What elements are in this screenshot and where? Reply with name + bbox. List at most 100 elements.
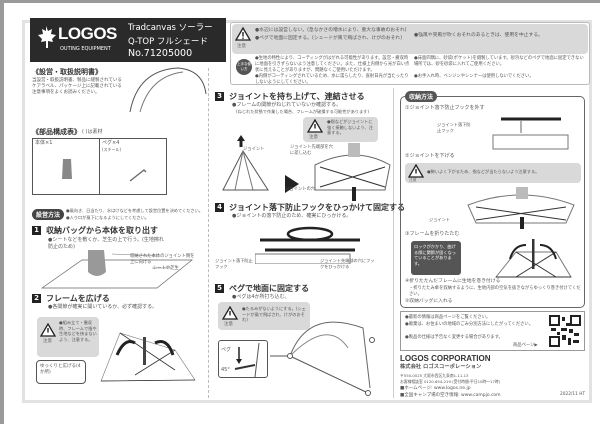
- step-3-label: ジョイント: [243, 147, 265, 152]
- top-caution-box: 注意 ●水辺には設営しない。(急なかさの増水により、重大な事故のおそれ) ●ペグ…: [230, 22, 590, 85]
- parts-table: 本体×1 ペグ×4 (スチール): [32, 138, 167, 195]
- step-2-callout: ゆっくりと広げる(4か所): [36, 360, 86, 384]
- product-number: No.71205000: [128, 48, 193, 59]
- caution-text: ●勢いよく下がるため、指などが当たらないよう注意する。: [427, 169, 540, 174]
- tip-item: ●内側がコーティングされているため、水に濡らしたり、直射日光が当たったりしないよ…: [255, 74, 409, 85]
- parts-note: ( )は素材: [82, 129, 103, 135]
- storage-label: ジョイント落下防止フック: [437, 122, 471, 133]
- tip-item: ●生地の特性により、コーティングがはがれる可能性があります。設営・撤収時に地面を…: [255, 56, 410, 73]
- part-material: (スチール): [102, 147, 122, 152]
- step-2-desc: ●各関節が確実に開いているか、必ず確認する。: [48, 304, 158, 310]
- company-name-en: LOGOS CORPORATION: [400, 354, 491, 363]
- callout-text: ゆっくりと広げる(4か所): [40, 364, 81, 376]
- part-name: 本体×1: [35, 140, 53, 146]
- caution-text: ●指などがジョイントに強く接触しないよう、注意する。: [327, 119, 373, 136]
- tent-top-illustration: [129, 67, 207, 113]
- product-name-2: Q-TOP フルシェード: [128, 37, 208, 47]
- caution-label: 注意: [43, 339, 52, 344]
- step-1-illustration: [40, 250, 193, 289]
- caution-label: 注意: [409, 177, 417, 182]
- storage-step-3: ③フレームを折りたたむ: [405, 231, 460, 237]
- storage-step-4: ④折りたたんだフレームに生地を巻き付ける: [405, 279, 501, 284]
- step-3-illustration: [222, 135, 391, 201]
- homepage-link[interactable]: ■ホームページ: www.logos.ne.jp: [400, 386, 471, 391]
- part-name: ペグ×4: [102, 140, 120, 146]
- caution-item: ●強風や突風が吹くおそれのあるときは、使用を中止する。: [414, 33, 543, 38]
- step-3-label: ジョイント先端部を穴に差し込む: [290, 145, 333, 156]
- usage-tips-badge: 上手な使い方: [236, 59, 252, 75]
- info-item: ●製品の仕様は予告なく変更する場合があります。: [405, 335, 503, 340]
- angle-label: 45°: [221, 367, 230, 373]
- step-4-label: ジョイント落下防止フック: [215, 258, 253, 269]
- step-5-tent-illustration: [270, 321, 375, 396]
- caution-text: ●組み立て・撤収時、フレームで指や生地などを挟まないよう、注意する。: [59, 320, 97, 343]
- step-4-label: ジョイント先端部の穴にフックをひっかける: [320, 258, 375, 269]
- note-text: ロックがかかり、曲げる際に関節が固くなっていることがあります。: [414, 244, 456, 267]
- info-item: ●最新の情報は商品ページをご覧ください。: [405, 315, 491, 320]
- info-item: ●廃棄は、お住まいの地域のごみ分別方法にしたがってください。: [405, 322, 534, 327]
- company-phone: お客様相談室 0120-654-219 (受付時間:平日10時〜17時): [400, 379, 501, 384]
- product-page-link[interactable]: 商品ページ▶: [513, 343, 538, 348]
- storage-step-2-illustration: [467, 187, 575, 229]
- header-banner: LOGOS OUTING EQUIPMENT Tradcanvas ソーラー Q…: [30, 18, 226, 62]
- product-name-1: Tradcanvas ソーラー: [128, 23, 213, 33]
- caution-item: ●水辺には設営しない。(急なかさの増水により、重大な事故のおそれ): [255, 28, 407, 33]
- storage-section: 収納方法 ①ジョイント落下防止フックを外す ジョイント落下防止フック ②ジョイン…: [400, 91, 585, 308]
- step-5-desc: ●ペグは4か所打ち込む。: [232, 294, 290, 300]
- tip-item: ●床面四隅に、砂袋(ポケット)を縫製しています。砂浜などのペグで地面に固定できな…: [414, 56, 584, 67]
- manual-text: 当設営・取扱説明書、製品に縫製されているケアラベル、パッケージ上に記載されている…: [32, 78, 122, 96]
- brand-sub: OUTING EQUIPMENT: [60, 46, 111, 52]
- parts-cell-peg: ペグ×4 (スチール): [100, 139, 166, 194]
- caution-label: 注意: [237, 44, 246, 49]
- step-1-label: シートや芝生: [153, 266, 179, 271]
- storage-step-4-note: ・折りたたみ傘を収納するように、生地内部の空気を抜きながらゆっくり巻き付けてくだ…: [409, 286, 581, 297]
- step-4-desc: ●ジョイントの落下防止のため、確実にひっかける。: [232, 213, 352, 219]
- storage-step-3-note: ロックがかかり、曲げる際に関節が固くなっていることがあります。: [411, 241, 461, 275]
- tip-item: ●お手入れ時、ベンジンやシンナーは使用しないでください。: [414, 74, 534, 79]
- brand-logo: LOGOS: [58, 24, 117, 43]
- qr-code-icon[interactable]: [549, 315, 581, 347]
- manual-title: 《設営・取扱説明書》: [32, 68, 102, 76]
- step-3-desc2: (ねじれた状態で作業した場合、フレームが破損する可能性があります): [236, 109, 369, 114]
- step-2-caution: 注意 ●組み立て・撤収時、フレームで指や生地などを挟まないよう、注意する。: [37, 317, 99, 357]
- setup-note: ●入り口が風下になるようにしてください。: [66, 215, 149, 220]
- setup-note: ●風向き、日当たり、水はけなどを考慮して設営位置を決めてください。: [66, 208, 203, 213]
- campsite-link[interactable]: ■全国キャンプ場の空き情報: www.campjo.com: [400, 393, 501, 398]
- caution-label: 注意: [224, 322, 233, 327]
- peg-icon: [129, 169, 147, 182]
- peg-detail-icon: [234, 343, 260, 377]
- step-5-caution: 注意 ●たるみがないようにする。(シェードが風で飛ばされ、けがのおそれ): [218, 302, 310, 330]
- storage-caution: 注意 ●勢いよく下がるため、指などが当たらないよう注意する。: [405, 163, 581, 183]
- caution-label: 注意: [309, 135, 318, 140]
- step-1-label: 収納された本体のジョイント側を上に向ける: [130, 254, 195, 265]
- storage-step-1: ①ジョイント落下防止フックを外す: [405, 105, 485, 111]
- peg-label: ペグ: [221, 347, 232, 353]
- storage-label: ジョイント: [429, 217, 450, 222]
- step-4-illustration: [255, 226, 360, 264]
- parts-cell-body: 本体×1: [33, 139, 100, 194]
- storage-step-1-illustration: [492, 117, 569, 150]
- warning-icon: [307, 119, 323, 133]
- peg-detail-inset: ペグ 45°: [218, 340, 268, 378]
- step-2-illustration: [100, 332, 196, 382]
- warning-icon: [222, 306, 238, 320]
- storage-title: 収納方法: [405, 91, 438, 102]
- step-3-label: ジョイントの穴: [285, 187, 316, 192]
- storage-step-2: ②ジョイントを下げる: [405, 153, 455, 159]
- step-3-caution: 注意 ●指などがジョイントに強く接触しないよう、注意する。: [303, 117, 378, 142]
- setup-method-badge: 設営方法: [32, 209, 65, 220]
- step-1-desc: ●シートなどを敷くか、芝生の上で行う。(生地擦れ防止のため): [48, 237, 164, 250]
- warning-icon: [235, 27, 251, 41]
- caution-text: ●たるみがないようにする。(シェードが風で飛ばされ、けがのおそれ): [242, 306, 306, 323]
- folded-shade-icon: [62, 159, 72, 179]
- warning-icon: [40, 323, 56, 337]
- revision-date: 2022/11 HT: [560, 392, 586, 397]
- maple-leaf-logo-icon: [38, 26, 56, 48]
- manual-sheet: [22, 20, 592, 403]
